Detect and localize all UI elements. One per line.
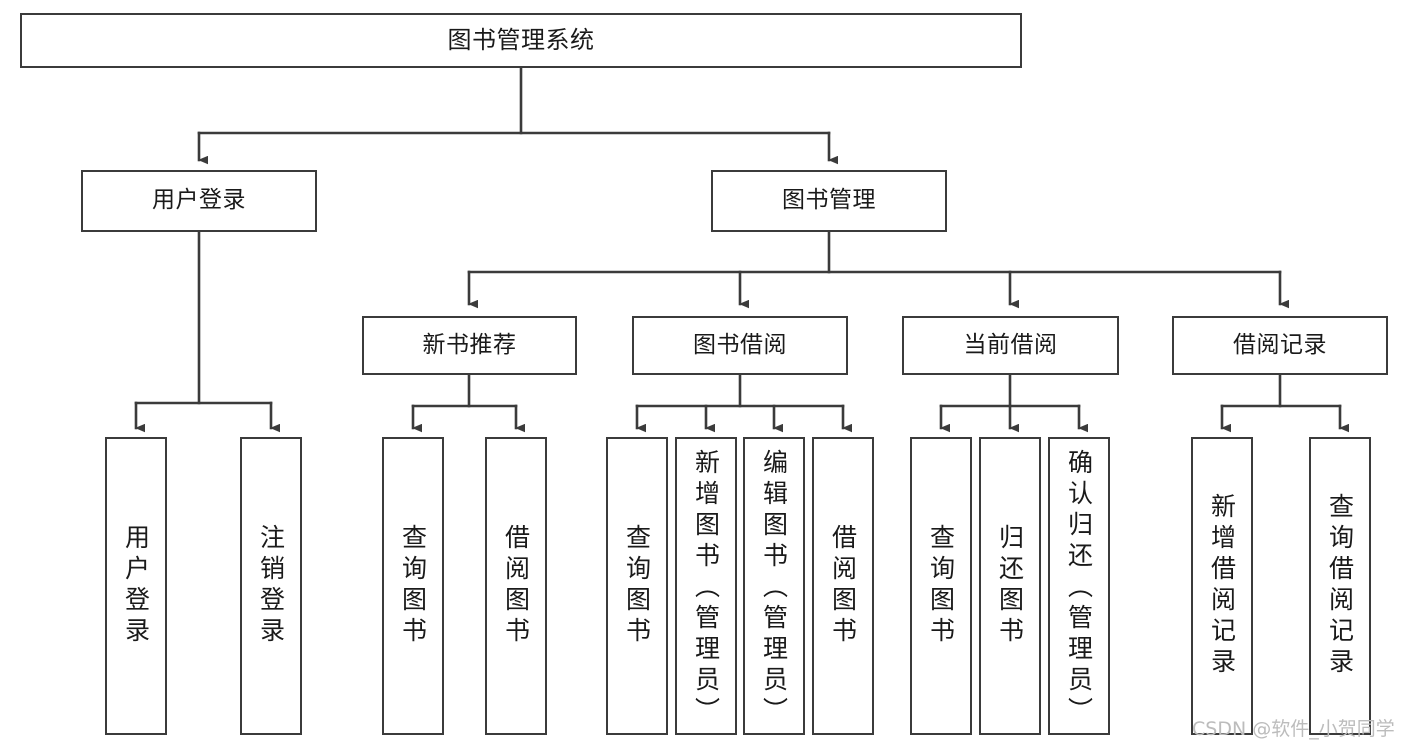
node-label: 编辑图书（管理员）: [759, 449, 789, 728]
node-new-book-recommend[interactable]: 新书推荐: [362, 316, 577, 375]
leaf-user-login[interactable]: 用户登录: [105, 437, 167, 735]
node-label: 查询图书: [398, 524, 428, 648]
leaf-query-book-recommend[interactable]: 查询图书: [382, 437, 444, 735]
leaf-query-borrow-record[interactable]: 查询借阅记录: [1309, 437, 1371, 735]
watermark: CSDN @软件_小贺同学: [1192, 718, 1395, 740]
leaf-return-book[interactable]: 归还图书: [979, 437, 1041, 735]
node-label: 图书借阅: [693, 331, 787, 358]
node-label: 借阅记录: [1233, 331, 1327, 358]
node-label: 借阅图书: [501, 524, 531, 648]
node-label: 图书管理系统: [447, 26, 595, 55]
node-label: 新增图书（管理员）: [691, 449, 721, 728]
node-label: 归还图书: [995, 524, 1025, 648]
node-label: 注销登录: [256, 524, 286, 648]
node-current-borrow[interactable]: 当前借阅: [902, 316, 1119, 375]
node-borrow-record[interactable]: 借阅记录: [1172, 316, 1388, 375]
node-root-system[interactable]: 图书管理系统: [20, 13, 1022, 68]
leaf-add-borrow-record[interactable]: 新增借阅记录: [1191, 437, 1253, 735]
leaf-logout[interactable]: 注销登录: [240, 437, 302, 735]
node-user-login[interactable]: 用户登录: [81, 170, 317, 232]
node-label: 查询借阅记录: [1325, 493, 1355, 679]
leaf-borrow-book-recommend[interactable]: 借阅图书: [485, 437, 547, 735]
node-book-borrow[interactable]: 图书借阅: [632, 316, 848, 375]
leaf-add-book-admin[interactable]: 新增图书（管理员）: [675, 437, 737, 735]
node-label: 用户登录: [121, 524, 151, 648]
node-label: 新书推荐: [422, 331, 517, 358]
node-label: 借阅图书: [828, 524, 858, 648]
leaf-edit-book-admin[interactable]: 编辑图书（管理员）: [743, 437, 805, 735]
node-label: 查询图书: [926, 524, 956, 648]
node-label: 用户登录: [152, 187, 246, 214]
node-label: 图书管理: [782, 187, 876, 214]
leaf-query-book-borrow[interactable]: 查询图书: [606, 437, 668, 735]
node-label: 新增借阅记录: [1207, 493, 1237, 679]
leaf-confirm-return-admin[interactable]: 确认归还（管理员）: [1048, 437, 1110, 735]
leaf-query-book-current[interactable]: 查询图书: [910, 437, 972, 735]
node-book-management[interactable]: 图书管理: [711, 170, 947, 232]
node-label: 查询图书: [622, 524, 652, 648]
leaf-borrow-book[interactable]: 借阅图书: [812, 437, 874, 735]
node-label: 确认归还（管理员）: [1064, 449, 1094, 728]
node-label: 当前借阅: [963, 331, 1058, 358]
